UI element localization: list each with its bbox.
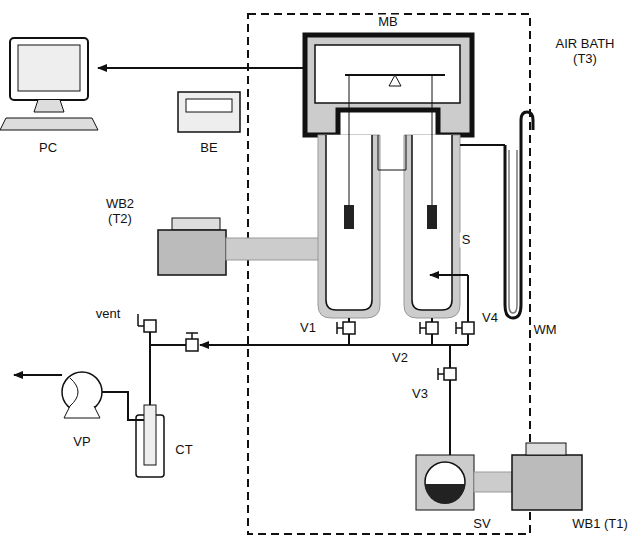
component-label: WM — [531, 323, 558, 338]
component-label: WB1 (T1) — [563, 517, 637, 532]
component-label: AIR BATH (T3) — [541, 37, 629, 67]
component-label: BE — [198, 141, 219, 156]
component-label: CT — [173, 443, 194, 458]
component-label: V4 — [480, 311, 500, 326]
component-label: vent — [94, 307, 123, 322]
component-label: MB — [376, 15, 400, 30]
component-label: VP — [71, 435, 92, 450]
component-label: V1 — [298, 321, 318, 336]
component-label: SV — [471, 517, 492, 532]
component-label: V3 — [410, 387, 430, 402]
component-label: S — [460, 233, 473, 248]
component-label: PC — [37, 141, 59, 156]
component-label: V2 — [390, 351, 410, 366]
component-label: WB2 (T2) — [93, 197, 147, 227]
